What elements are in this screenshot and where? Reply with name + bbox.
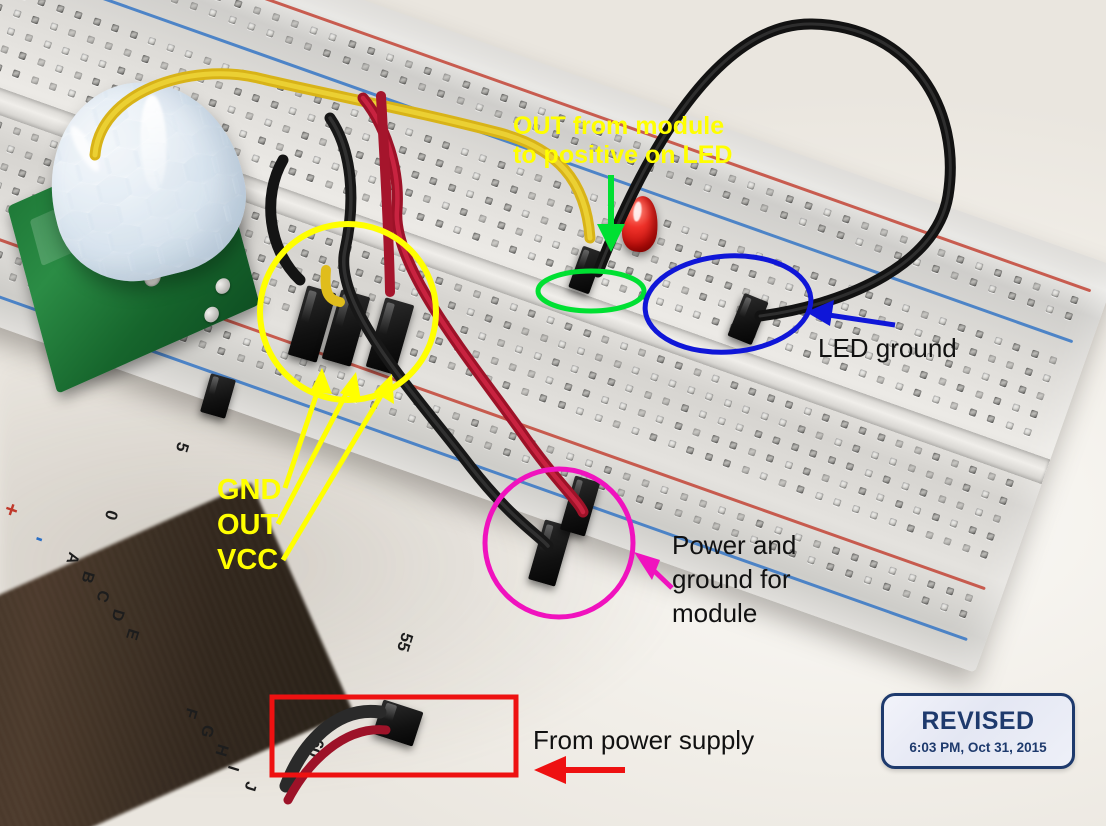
magenta-circle-module-power	[485, 469, 633, 617]
green-ellipse-out-pin	[538, 271, 644, 311]
annotation-out-line1: OUT from module	[513, 112, 724, 141]
yellow-arrow-gnd-shaft	[285, 390, 318, 488]
revised-badge: REVISED 6:03 PM, Oct 31, 2015	[881, 693, 1075, 769]
yellow-circle-module-pins	[260, 224, 436, 400]
revised-badge-title: REVISED	[921, 707, 1034, 736]
annotation-power-supply: From power supply	[533, 725, 754, 757]
red-arrow-head	[534, 756, 566, 784]
blue-ellipse-led-ground	[642, 250, 814, 357]
annotation-out-line2: to positive on LED	[513, 141, 732, 170]
annotation-pin-vcc: VCC	[217, 543, 278, 577]
annotation-pin-out: OUT	[217, 508, 278, 542]
red-rect-power-supply	[272, 697, 516, 775]
annotation-pin-gnd: GND	[217, 473, 281, 507]
green-arrow-head	[597, 224, 625, 252]
annotation-power-line3: module	[672, 598, 757, 630]
annotation-power-line2: ground for	[672, 564, 791, 596]
annotation-led-ground: LED ground	[818, 333, 957, 365]
annotation-power-line1: Power and	[672, 530, 796, 562]
blue-arrow-shaft	[822, 314, 895, 325]
revised-badge-timestamp: 6:03 PM, Oct 31, 2015	[909, 740, 1046, 755]
yellow-arrow-gnd-head	[310, 368, 332, 394]
